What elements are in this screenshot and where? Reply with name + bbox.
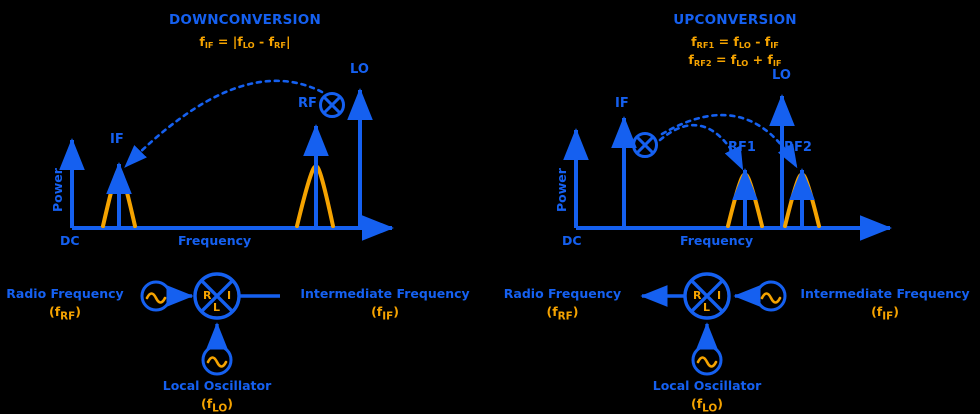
downconversion-graphics: [59, 79, 394, 376]
spectrum-axes: [59, 138, 394, 241]
x-axis-label: Frequency: [178, 233, 252, 248]
circuit-oscillator-label: Local Oscillator: [162, 378, 272, 393]
paren-close: ): [393, 304, 399, 319]
panel-downconversion: DOWNCONVERSION fIF = |fLO - fRF|: [0, 12, 490, 414]
paren-open: (: [371, 304, 377, 319]
panel-formula-0: fIF = |fLO - fRF|: [199, 34, 291, 50]
circuit-diagram: [140, 272, 280, 376]
oscillator-symbol-text: fLO: [206, 396, 228, 414]
tone-if: [101, 162, 137, 228]
circuit-input-label: Radio Frequency: [6, 286, 124, 301]
output-symbol-text: fIF: [376, 304, 394, 323]
circuit-output-symbol: (fRF): [490, 304, 635, 323]
circuit-oscillator-symbol: (fLO): [632, 396, 782, 414]
tone-rf: [295, 124, 335, 228]
mixer-port-l: L: [703, 301, 711, 314]
if-source-sine-icon: [760, 292, 782, 304]
paren-close: ): [75, 304, 81, 319]
upconversion-graphics: [563, 94, 892, 376]
input-symbol-text: fIF: [876, 304, 894, 323]
mixer-x-stroke-2: [690, 279, 724, 313]
panel-title: UPCONVERSION: [673, 12, 797, 28]
paren-close: ): [717, 396, 723, 411]
oscillator-symbol-text: fLO: [696, 396, 718, 414]
tone-label-if: IF: [110, 132, 124, 147]
panel-upconversion: UPCONVERSION fRF1 = fLO - fIF fRF2 = fLO…: [490, 0, 980, 414]
panel-formula-1: fRF2 = fLO + fIF: [688, 52, 782, 68]
circuit-output-label: Intermediate Frequency: [300, 286, 470, 301]
panel-formula-0: fRF1 = fLO - fIF: [691, 34, 779, 50]
conversion-arrow-rf-to-if: [124, 79, 324, 168]
circuit-output-label: Radio Frequency: [503, 286, 622, 301]
circuit-output-symbol: (fIF): [280, 304, 490, 323]
circuit-diagram: [640, 272, 787, 376]
circuit-oscillator-label: Local Oscillator: [652, 378, 762, 393]
panel-title: DOWNCONVERSION: [169, 12, 321, 28]
tone-label-rf1: RF1: [728, 140, 756, 155]
paren-close: ): [893, 304, 899, 319]
mixer-port-l: L: [213, 301, 221, 314]
rf-source-sine-icon: [145, 292, 167, 304]
mixer-port-r: R: [203, 289, 212, 302]
paren-close: ): [572, 304, 579, 319]
tone-rf2: [783, 168, 821, 228]
paren-open: (: [201, 396, 207, 411]
tone-label-rf: RF: [298, 96, 317, 111]
tone-label-rf2: RF2: [784, 140, 812, 155]
circuit-input-symbol: (fIF): [790, 304, 980, 323]
circled-times-icon: [632, 132, 658, 158]
tone-rf1: [726, 168, 764, 228]
paren-open: (: [546, 304, 553, 319]
input-symbol-text: fRF: [54, 304, 76, 323]
paren-open: (: [691, 396, 697, 411]
circuit-input-symbol: (fRF): [0, 304, 130, 323]
circled-times-icon: [319, 92, 345, 118]
origin-label-dc: DC: [562, 233, 582, 248]
paren-open: (: [48, 304, 55, 319]
output-symbol-text: fRF: [552, 304, 573, 323]
tone-label-lo: LO: [772, 68, 791, 83]
mixer-x-stroke-2: [200, 279, 234, 313]
paren-open: (: [871, 304, 877, 319]
mixer-port-r: R: [693, 289, 702, 302]
origin-label-dc: DC: [60, 233, 80, 248]
lo-source-sine-icon: [206, 356, 228, 368]
tone-label-lo: LO: [350, 62, 369, 77]
circuit-oscillator-symbol: (fLO): [142, 396, 292, 414]
mixer-port-i: I: [717, 289, 722, 302]
tone-label-if: IF: [615, 96, 629, 111]
spectrum-axes: [563, 128, 892, 241]
lo-source-sine-icon: [696, 356, 718, 368]
conversion-arrow-if-to-rf1: [658, 124, 744, 171]
circuit-input-label: Intermediate Frequency: [800, 286, 970, 301]
x-axis-label: Frequency: [680, 233, 754, 248]
paren-close: ): [227, 396, 233, 411]
y-axis-label: Power: [554, 168, 569, 212]
mixer-port-i: I: [227, 289, 232, 302]
y-axis-label: Power: [50, 168, 65, 212]
